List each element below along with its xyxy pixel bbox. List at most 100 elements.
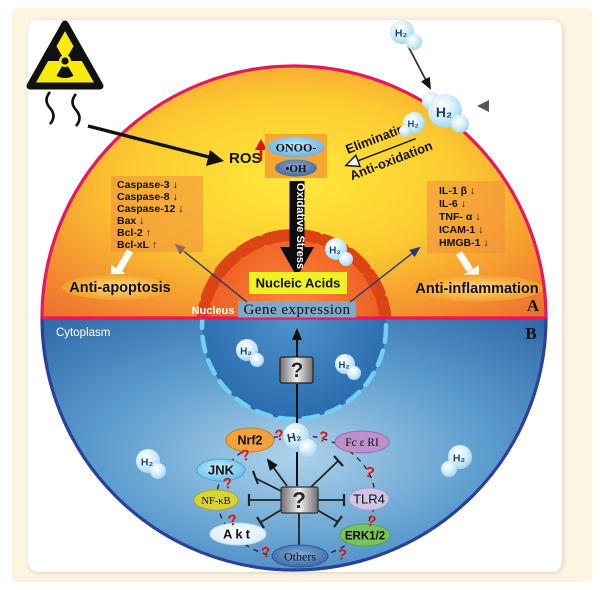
apoptosis-white-arrow (115, 249, 134, 272)
h2-molecule-cytoplasm-right: H₂ (441, 445, 472, 477)
h2-molecule-signal-center: H₂ (283, 423, 317, 457)
gene-to-apoptosis-arrow (174, 243, 248, 303)
gene-expression-label: Gene expression (243, 302, 350, 318)
svg-text:TLR4: TLR4 (353, 492, 385, 507)
h2-molecule-membrane-large: H₂ (422, 92, 469, 133)
nuclear-question-box: ? (279, 356, 314, 384)
cell-membrane-lower (40, 317, 548, 572)
marker-bclxl: Bcl-xL ↑ (117, 239, 157, 251)
marker-bcl2: Bcl-2 ↑ (117, 227, 151, 239)
h2-entry-arrow (407, 45, 431, 90)
marker-icam1: ICAM-1 ↓ (439, 224, 483, 236)
svg-text:?: ? (292, 487, 306, 513)
red-question-mark: ? (365, 512, 378, 531)
oxidative-stress-arrow: Oxidative Stress (280, 181, 314, 277)
anti-apoptosis-label: Anti-apoptosis (69, 280, 171, 296)
onoo-ellipse (267, 136, 325, 158)
svg-text:ERK1/2: ERK1/2 (345, 531, 385, 543)
hub-to-nrf2-arrow (266, 458, 288, 487)
marker-caspase8: Caspase-8 ↓ (117, 191, 178, 203)
red-question-mark: ? (222, 475, 234, 493)
fceri-inhibition-cap (333, 455, 344, 467)
h2-molecule-nucleus-lower-right: H₂ (335, 354, 361, 380)
svg-text:H₂: H₂ (407, 119, 418, 130)
h2-molecule-membrane-small: H₂ (399, 112, 425, 137)
radiation-to-ros-arrow (87, 124, 210, 159)
cell-membrane-upper (40, 64, 548, 319)
svg-text:JNK: JNK (208, 463, 235, 478)
svg-text:H₂: H₂ (141, 457, 154, 469)
inflammation-marker-panel (427, 181, 505, 253)
red-question-mark: ? (317, 428, 329, 446)
ros-up-arrowhead (255, 139, 267, 150)
marker-bax: Bax ↓ (117, 215, 144, 227)
svg-text:?: ? (291, 359, 304, 382)
hub-to-jnk-line (254, 477, 284, 493)
protein-nrf2: Nrf2 (225, 427, 275, 453)
protein-tlr4: TLR4 (348, 487, 390, 511)
marker-caspase12: Caspase-12 ↓ (117, 203, 184, 215)
red-question-mark: ? (336, 546, 347, 564)
hub-to-fceri-line (310, 460, 339, 488)
red-question-mark: ? (363, 463, 376, 482)
svg-text:Others: Others (284, 550, 316, 564)
h2-membrane-arrowhead (477, 100, 489, 112)
red-question-mark: ? (226, 511, 239, 530)
red-question-mark: ? (239, 446, 252, 465)
protein-nfkb: NF-κB (193, 489, 239, 511)
apoptosis-marker-list: Caspase-3 ↓ Caspase-8 ↓ Caspase-12 ↓ Bax… (117, 179, 184, 251)
marker-il1b: IL-1 β ↓ (439, 185, 475, 197)
radiation-hazard-icon (26, 20, 104, 90)
nucleus-label: Nucleus (192, 305, 235, 317)
gene-expression-box (238, 301, 356, 318)
eliminating-arrow-shaft (357, 137, 417, 162)
protein-fceri: Fc ε RI (334, 430, 390, 454)
protein-erk12: ERK1/2 (339, 523, 391, 547)
cytoplasm-label: Cytoplasm (56, 327, 110, 339)
svg-text:Akt: Akt (223, 527, 253, 542)
marker-hmgb1: HMGB-1 ↓ (439, 237, 489, 249)
oh-radical-ellipse (275, 159, 317, 177)
svg-text:H₂: H₂ (395, 28, 408, 40)
uncertainty-question-marks: ? ? ? ? ? ? ? ? ? (222, 426, 378, 564)
svg-text:H₂: H₂ (240, 347, 252, 358)
oh-radical-label: •OH (286, 163, 307, 175)
svg-text:Nrf2: Nrf2 (237, 434, 262, 448)
radiation-wave-icon (45, 91, 55, 125)
protein-akt: Akt (209, 522, 267, 546)
anti-inflammation-label: Anti-inflammation (415, 281, 538, 297)
marker-tnfa: TNF- α ↓ (439, 211, 480, 223)
h2-molecule-extracellular: H₂ (390, 20, 422, 50)
marker-il6: IL-6 ↓ (439, 198, 466, 210)
nuclear-envelope-lower (199, 318, 389, 422)
red-question-mark: ? (260, 544, 271, 562)
svg-text:NF-κB: NF-κB (201, 496, 230, 507)
eliminating-open-arrowhead (344, 153, 362, 168)
svg-text:H₂: H₂ (436, 104, 452, 120)
nucleic-acids-label: Nucleic Acids (256, 276, 341, 291)
protein-others: Others (271, 544, 329, 568)
onoo-label: ONOO- (276, 141, 317, 155)
apoptosis-marker-panel (111, 176, 203, 252)
anti-inflammation-ellipse (411, 274, 543, 302)
inflammation-marker-list: IL-1 β ↓ IL-6 ↓ TNF- α ↓ ICAM-1 ↓ HMGB-1… (439, 185, 489, 249)
svg-text:H₂: H₂ (338, 360, 349, 371)
panel-b-label: B (525, 324, 536, 343)
svg-text:Fc ε RI: Fc ε RI (345, 437, 379, 449)
svg-text:H₂: H₂ (329, 246, 341, 257)
panel-a-label: A (527, 296, 540, 315)
h2-molecule-nucleus-upper: H₂ (325, 238, 353, 266)
svg-text:H₂: H₂ (453, 453, 466, 465)
signal-hub-question-box: ? (280, 486, 319, 514)
gene-to-inflammation-arrow (349, 246, 421, 303)
h2-molecule-nucleus-lower-left: H₂ (236, 339, 264, 367)
svg-text:H₂: H₂ (286, 429, 303, 446)
radiation-arrowhead (206, 150, 224, 166)
anti-apoptosis-ellipse (62, 274, 178, 300)
nucleic-acids-box (249, 272, 347, 294)
inflammation-white-arrow (456, 251, 473, 272)
h2-molecule-cytoplasm-left: H₂ (136, 449, 166, 479)
akt-inhibition-cap (256, 516, 265, 529)
